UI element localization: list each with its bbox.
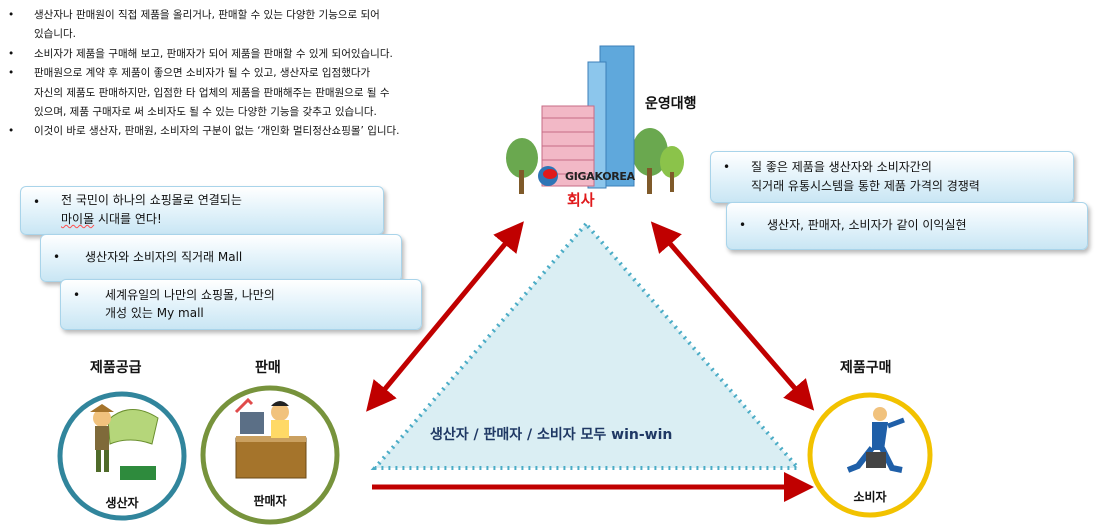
callout-line: 생산자, 판매자, 소비자가 같이 이익실현: [767, 218, 967, 232]
farmer-illustration: [90, 404, 159, 480]
producer-heading: 제품공급: [90, 360, 142, 376]
intro-line: 소비자가 제품을 구매해 보고, 판매자가 되어 제품을 판매할 수 있게 되어…: [34, 47, 393, 60]
callout-highlight: 마이몰: [61, 212, 95, 226]
consumer-label: 소비자: [853, 490, 887, 504]
intro-line: 있습니다.: [34, 28, 76, 41]
callout-line: 직거래 유통시스템을 통한 제품 가격의 경쟁력: [751, 179, 980, 193]
intro-line: 이것이 바로 생산자, 판매원, 소비자의 구분이 없는 ‘개인화 멀티정산쇼핑…: [34, 125, 400, 138]
company-building-illustration: [506, 45, 684, 194]
callout-line: 개성 있는 My mall: [105, 306, 204, 320]
seller-label: 판매자: [253, 494, 287, 508]
intro-line: 판매원으로 계약 후 제품이 좋으면 소비자가 될 수 있고, 생산자로 입점했…: [34, 67, 371, 80]
callout-line: 세계유일의 나만의 쇼핑몰, 나만의: [105, 288, 275, 302]
callout-shared-profit: • 생산자, 판매자, 소비자가 같이 이익실현: [726, 202, 1088, 250]
producer-label: 생산자: [105, 496, 139, 510]
intro-line: 있으며, 제품 구매자로 써 소비자도 될 수 있는 다양한 기능을 갖추고 있…: [34, 106, 377, 119]
bullet-mark: •: [53, 250, 61, 264]
callout-my-mall: • 세계유일의 나만의 쇼핑몰, 나만의 개성 있는 My mall: [60, 279, 422, 330]
callout-line: 전 국민이 하나의 쇼핑몰로 연결되는: [61, 193, 242, 207]
seller-desk-illustration: [234, 397, 307, 479]
bullet-mark: •: [8, 67, 15, 80]
intro-bullet-item: • 생산자나 판매원이 직접 제품을 올리거나, 판매할 수 있는 다양한 기능…: [8, 6, 508, 45]
bullet-mark: •: [73, 288, 81, 302]
bullet-mark: •: [739, 218, 747, 232]
arrow-seller-company: [366, 221, 524, 412]
bullet-mark: •: [8, 47, 15, 60]
bullet-mark: •: [723, 160, 731, 174]
company-role-label: 운영대행: [645, 96, 697, 112]
company-label: 회사: [567, 191, 595, 209]
bullet-mark: •: [8, 125, 15, 138]
company-logo-text: GIGAKOREA: [565, 170, 635, 183]
arrow-company-consumer: [650, 221, 815, 411]
callout-line: 마이몰 시대를 연다!: [61, 210, 162, 229]
intro-line: 생산자나 판매원이 직접 제품을 올리거나, 판매할 수 있는 다양한 기능으로…: [34, 9, 380, 21]
intro-bullet-item: • 판매원으로 계약 후 제품이 좋으면 소비자가 될 수 있고, 생산자로 입…: [8, 64, 508, 122]
intro-bullet-item: • 이것이 바로 생산자, 판매원, 소비자의 구분이 없는 ‘개인화 멀티정산…: [8, 122, 508, 141]
callout-nationwide-mall: • 전 국민이 하나의 쇼핑몰로 연결되는 마이몰 시대를 연다!: [20, 186, 384, 235]
callout-direct-mall: • 생산자와 소비자의 직거래 Mall: [40, 234, 402, 282]
bullet-mark: •: [8, 9, 15, 21]
intro-bullet-item: • 소비자가 제품을 구매해 보고, 판매자가 되어 제품을 판매할 수 있게 …: [8, 45, 508, 64]
bullet-mark: •: [33, 195, 41, 209]
win-win-caption: 생산자 / 판매자 / 소비자 모두 win-win: [430, 427, 673, 443]
callout-line: 생산자와 소비자의 직거래 Mall: [85, 250, 243, 264]
intro-line: 자신의 제품도 판매하지만, 입점한 타 업체의 제품을 판매해주는 판매원으로…: [34, 86, 390, 99]
callout-line-tail: 시대를 연다!: [94, 212, 162, 226]
callout-price-competitiveness: • 질 좋은 제품을 생산자와 소비자간의 직거래 유통시스템을 통한 제품 가…: [710, 151, 1074, 203]
businessman-running-illustration: [846, 407, 905, 473]
intro-bullet-list: • 생산자나 판매원이 직접 제품을 올리거나, 판매할 수 있는 다양한 기능…: [8, 6, 508, 142]
consumer-heading: 제품구매: [840, 360, 892, 376]
callout-line: 질 좋은 제품을 생산자와 소비자간의: [751, 160, 932, 174]
seller-heading: 판매: [255, 360, 281, 376]
